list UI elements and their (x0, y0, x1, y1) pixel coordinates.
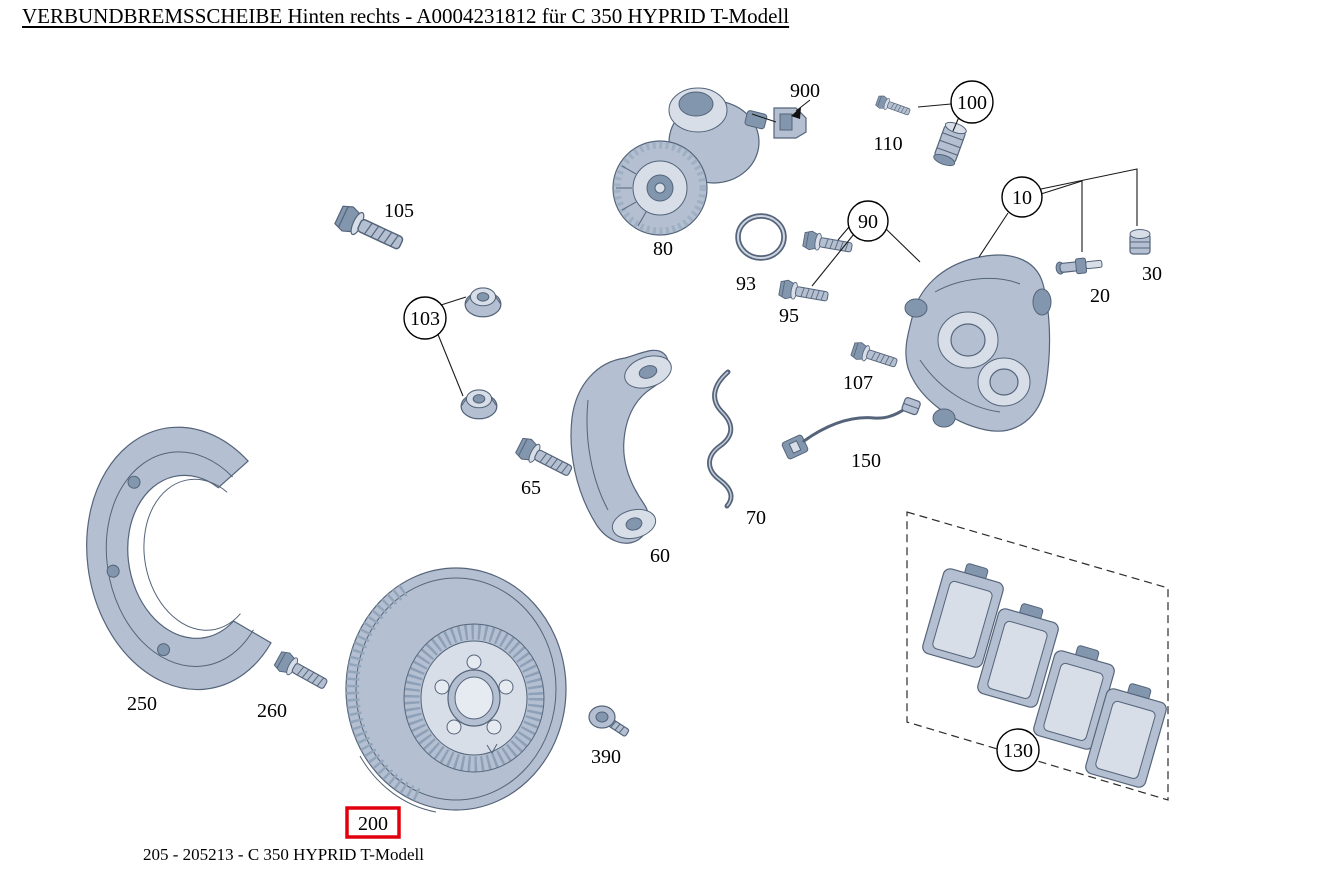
callout-200-selected[interactable]: 200 (345, 806, 401, 839)
callout-90[interactable]: 90 (847, 200, 889, 242)
part-connector-plug (773, 107, 807, 139)
callout-107[interactable]: 107 (843, 372, 873, 394)
part-cap-30 (1129, 229, 1151, 255)
callout-labels: 900 100 110 105 103 80 93 90 95 10 30 20… (127, 80, 1162, 839)
callout-150[interactable]: 150 (851, 450, 881, 472)
part-flange-nut-lower (460, 389, 498, 420)
svg-text:10: 10 (1012, 187, 1032, 209)
brake-pad (1033, 645, 1115, 750)
callout-70[interactable]: 70 (746, 507, 766, 529)
page-title: VERBUNDBREMSSCHEIBE Hinten rechts - A000… (22, 4, 790, 28)
arrow-to-connector (791, 107, 801, 119)
part-bolt-95-lower (777, 278, 830, 307)
callout-250[interactable]: 250 (127, 693, 157, 715)
part-caliper-carrier (570, 349, 672, 544)
callout-30[interactable]: 30 (1142, 263, 1162, 285)
svg-text:100: 100 (957, 92, 987, 114)
part-guide-sleeve (933, 121, 967, 167)
callout-100[interactable]: 100 (950, 80, 994, 124)
part-bleeder-valve (1055, 257, 1103, 275)
part-screw-390 (588, 705, 630, 737)
brake-pad (977, 603, 1059, 708)
svg-text:103: 103 (410, 308, 440, 330)
part-brake-disc (345, 567, 567, 813)
part-brake-pads (922, 563, 1167, 788)
leader-lines (436, 99, 1138, 397)
part-caliper-housing (904, 254, 1052, 432)
callout-130[interactable]: 130 (996, 728, 1040, 772)
callout-900[interactable]: 900 (790, 80, 820, 102)
callout-105[interactable]: 105 (384, 200, 414, 222)
callout-10[interactable]: 10 (1001, 176, 1043, 218)
part-bolt-65 (513, 435, 576, 482)
part-guide-pin (874, 93, 912, 119)
part-actuator-motor (612, 87, 768, 236)
brake-pad (1085, 683, 1167, 788)
callout-110[interactable]: 110 (873, 133, 902, 155)
part-flange-nut-upper (464, 287, 502, 318)
brake-pad (922, 563, 1004, 668)
callout-93[interactable]: 93 (736, 273, 756, 295)
part-bolt-95-upper (801, 229, 854, 258)
callout-65[interactable]: 65 (521, 477, 541, 499)
part-retaining-spring (707, 369, 734, 509)
callout-260[interactable]: 260 (257, 700, 287, 722)
callout-95[interactable]: 95 (779, 305, 799, 327)
callout-390[interactable]: 390 (591, 746, 621, 768)
svg-text:130: 130 (1003, 740, 1033, 762)
callout-80[interactable]: 80 (653, 238, 673, 260)
svg-text:90: 90 (858, 211, 878, 233)
footer-caption: 205 - 205213 - C 350 HYPRID T-Modell (143, 845, 424, 864)
part-o-ring (735, 213, 787, 261)
part-bolt-107 (849, 340, 900, 372)
part-wear-sensor (781, 397, 921, 460)
callout-60[interactable]: 60 (650, 545, 670, 567)
part-splash-shield (86, 426, 272, 691)
callout-103[interactable]: 103 (403, 296, 447, 340)
pads-selection-box (906, 511, 1169, 801)
part-bolt-260 (272, 648, 332, 695)
svg-text:200: 200 (358, 813, 388, 835)
callout-20[interactable]: 20 (1090, 285, 1110, 307)
